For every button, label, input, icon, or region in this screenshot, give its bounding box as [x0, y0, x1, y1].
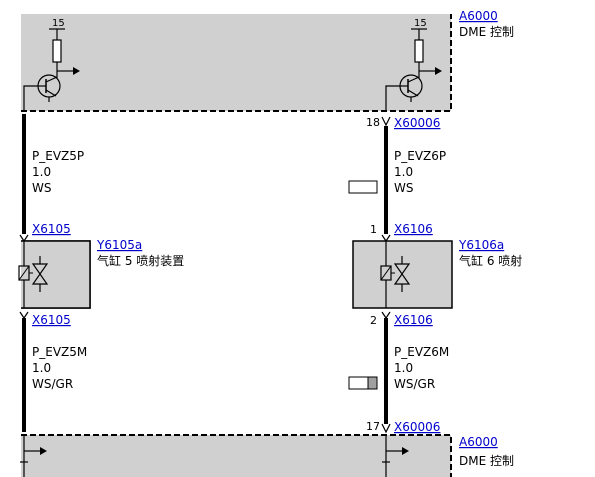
connector-ref-link[interactable]: X6106 — [394, 313, 433, 327]
wire-signal-label: P_EVZ6M — [394, 345, 449, 359]
wire-gauge-label: 1.0 — [394, 165, 413, 179]
wire-gauge-label: 1.0 — [32, 165, 51, 179]
connector-pin-number: 18 — [366, 116, 380, 129]
injector-cyl5-ref-link[interactable]: Y6105a — [96, 238, 142, 252]
connector-ref-link[interactable]: X6105 — [32, 313, 71, 327]
injector-cyl5-desc: 气缸 5 喷射装置 — [97, 253, 184, 268]
injector-y6105a — [18, 240, 91, 309]
connector-ref-link[interactable]: X60006 — [394, 420, 440, 434]
wire-color-swatch-white-grey — [348, 376, 378, 390]
wire-color-label: WS/GR — [394, 377, 435, 391]
connector-x60006-top: 18 X60006 — [366, 116, 440, 130]
valve-icon — [393, 256, 411, 292]
ecu-bottom-box — [21, 435, 451, 477]
wire-color-label: WS — [32, 181, 51, 195]
ecu-bottom-left-output — [20, 435, 47, 477]
wire-signal-label: P_EVZ5M — [32, 345, 87, 359]
wire-gauge-label: 1.0 — [394, 361, 413, 375]
valve-icon — [31, 256, 49, 292]
connector-ref-link[interactable]: X6105 — [32, 222, 71, 236]
connector-ref-link[interactable]: X6106 — [394, 222, 433, 236]
wire-color-label: WS — [394, 181, 413, 195]
injector-cyl6-desc: 气缸 6 喷射 — [459, 253, 522, 268]
wire-signal-label: P_EVZ6P — [394, 149, 446, 163]
wire-color-label: WS/GR — [32, 377, 73, 391]
connector-x60006-bottom: 17 X60006 — [366, 420, 440, 434]
ecu-bottom-ref-link[interactable]: A6000 — [459, 435, 498, 449]
ecu-top-desc: DME 控制 — [459, 25, 514, 39]
connector-x6105-top: X6105 — [19, 222, 71, 243]
connector-pin-number: 2 — [370, 314, 377, 327]
supply-pin-label: 15 — [414, 18, 427, 29]
injector-cyl6-ref-link[interactable]: Y6106a — [458, 238, 504, 252]
ecu-top-ref-link[interactable]: A6000 — [459, 9, 498, 23]
connector-ref-link[interactable]: X60006 — [394, 116, 440, 130]
connector-x6106-bottom: 2 X6106 — [370, 311, 433, 327]
wire-gauge-label: 1.0 — [32, 361, 51, 375]
connector-pin-number: 1 — [370, 223, 377, 236]
connector-pin-number: 17 — [366, 420, 380, 433]
ecu-top-left-transistor-stage: 15 — [23, 18, 80, 112]
connector-x6106-top: 1 X6106 — [370, 222, 433, 243]
supply-pin-label: 15 — [52, 18, 65, 29]
ecu-top-box — [21, 14, 451, 111]
wire-color-swatch-white — [348, 180, 378, 194]
ecu-top-right-transistor-stage: 15 — [385, 18, 442, 112]
injector-y6106a — [352, 240, 453, 309]
ecu-bottom-desc: DME 控制 — [459, 454, 514, 468]
wire-signal-label: P_EVZ5P — [32, 149, 84, 163]
ecu-bottom-right-output — [382, 435, 409, 477]
connector-x6105-bottom: X6105 — [19, 311, 71, 327]
